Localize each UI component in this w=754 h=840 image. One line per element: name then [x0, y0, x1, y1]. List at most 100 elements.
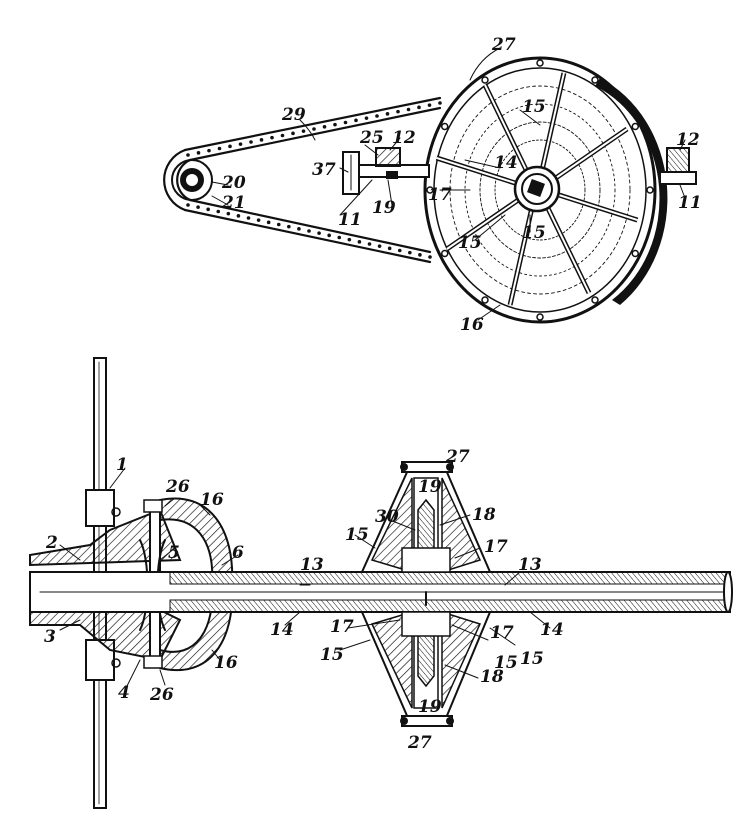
chain-link — [287, 224, 291, 229]
chain-link — [186, 153, 190, 157]
spoke-highlight — [436, 156, 518, 185]
main-shaft — [29, 571, 733, 613]
label-15-lower-right-2: 15 — [494, 653, 518, 673]
spoke-highlight — [509, 208, 533, 306]
label-15-upper-left: 15 — [345, 525, 369, 545]
chain-link — [312, 127, 316, 131]
spoke-highlight — [556, 193, 638, 222]
chain-link — [354, 118, 358, 123]
label-29: 29 — [281, 105, 306, 125]
label-12: 12 — [392, 128, 416, 148]
rim-rivet — [440, 122, 449, 131]
chain-link — [343, 120, 348, 125]
label-2: 2 — [45, 533, 58, 553]
label-17: 17 — [428, 185, 452, 205]
rim-rivet — [591, 296, 599, 304]
label-17-upper: 17 — [484, 537, 508, 557]
chain-link — [256, 218, 261, 222]
chain-link — [438, 101, 442, 105]
top-figure: 27 29 25 12 37 20 21 11 19 15 14 17 15 1… — [163, 35, 702, 335]
chain-link — [238, 142, 243, 146]
label-1: 1 — [116, 455, 128, 475]
label-13-right: 13 — [518, 555, 542, 575]
rim-rivet — [631, 122, 640, 131]
label-25: 25 — [359, 128, 384, 148]
label-27-top: 27 — [445, 447, 470, 467]
label-3: 3 — [44, 627, 56, 647]
label-11-right: 11 — [678, 193, 702, 213]
label-4: 4 — [118, 683, 130, 703]
chain-link — [375, 114, 379, 118]
chain-link — [206, 207, 210, 212]
chain-link — [216, 209, 221, 214]
label-20: 20 — [221, 173, 246, 193]
chain-link — [249, 140, 253, 144]
label-14-right: 14 — [540, 620, 564, 640]
rim-rivet — [481, 296, 489, 304]
chain-link — [327, 233, 331, 238]
label-13-left: 13 — [300, 555, 324, 575]
rim-rivet — [481, 76, 489, 84]
spoke-highlight — [553, 128, 628, 180]
rim-rivet — [426, 186, 434, 194]
chain-link — [276, 222, 281, 227]
label-19-bottom: 19 — [418, 697, 442, 717]
chain-link — [406, 107, 411, 112]
chain-link — [322, 125, 327, 129]
label-19-top: 19 — [418, 477, 442, 497]
label-19: 19 — [372, 198, 396, 218]
bottom-figure: 1 2 3 4 5 6 26 26 16 16 13 13 14 14 15 1… — [29, 357, 733, 809]
chain-link — [246, 216, 251, 220]
label-16-bottom: 16 — [214, 653, 238, 673]
small-sprocket-20 — [171, 159, 213, 201]
label-17-left: 17 — [330, 617, 354, 637]
chain-link — [186, 203, 190, 207]
spoke-highlight — [546, 205, 590, 294]
label-17-right: 17 — [490, 623, 514, 643]
label-15-top: 15 — [522, 97, 546, 117]
bearing-12-right — [659, 147, 697, 185]
chain-link — [291, 131, 295, 136]
rim-rivet — [631, 249, 640, 258]
chain-link — [266, 220, 271, 225]
label-11: 11 — [338, 210, 362, 230]
chain-link — [418, 253, 422, 257]
spoke-highlight — [446, 198, 521, 250]
chain-link — [280, 133, 285, 138]
chain-29 — [163, 96, 442, 264]
chain-link — [226, 211, 231, 216]
chain-link — [196, 151, 201, 155]
label-14-left: 14 — [270, 620, 294, 640]
chain-link — [408, 250, 412, 255]
rim-rivet — [536, 59, 544, 67]
chain-link — [207, 148, 211, 153]
label-26-bottom: 26 — [149, 685, 174, 705]
chain-link — [397, 248, 402, 253]
label-21: 21 — [221, 193, 246, 213]
chain-link — [307, 229, 311, 233]
chain-link — [301, 129, 306, 133]
label-18-bottom: 18 — [480, 667, 504, 687]
chain-link — [364, 116, 369, 120]
chain-link — [196, 205, 200, 209]
pulley-assembly — [360, 461, 492, 727]
chain-link — [347, 237, 352, 242]
rim-rivet — [591, 76, 599, 84]
chain-link — [217, 146, 222, 151]
chain-link — [417, 105, 421, 110]
shaft-11 — [342, 147, 430, 195]
label-16-top: 16 — [200, 490, 224, 510]
label-6: 6 — [232, 543, 244, 563]
label-16: 16 — [460, 315, 484, 335]
chain-link — [357, 240, 362, 244]
chain-link — [297, 227, 301, 231]
rim-rivet — [536, 313, 544, 321]
spoke-highlight — [484, 84, 528, 173]
chain-link — [385, 112, 390, 116]
chain-link — [259, 138, 264, 142]
chain-link — [377, 244, 382, 248]
label-18-top: 18 — [472, 505, 496, 525]
label-15-lower-left: 15 — [320, 645, 344, 665]
chain-link — [333, 122, 337, 127]
